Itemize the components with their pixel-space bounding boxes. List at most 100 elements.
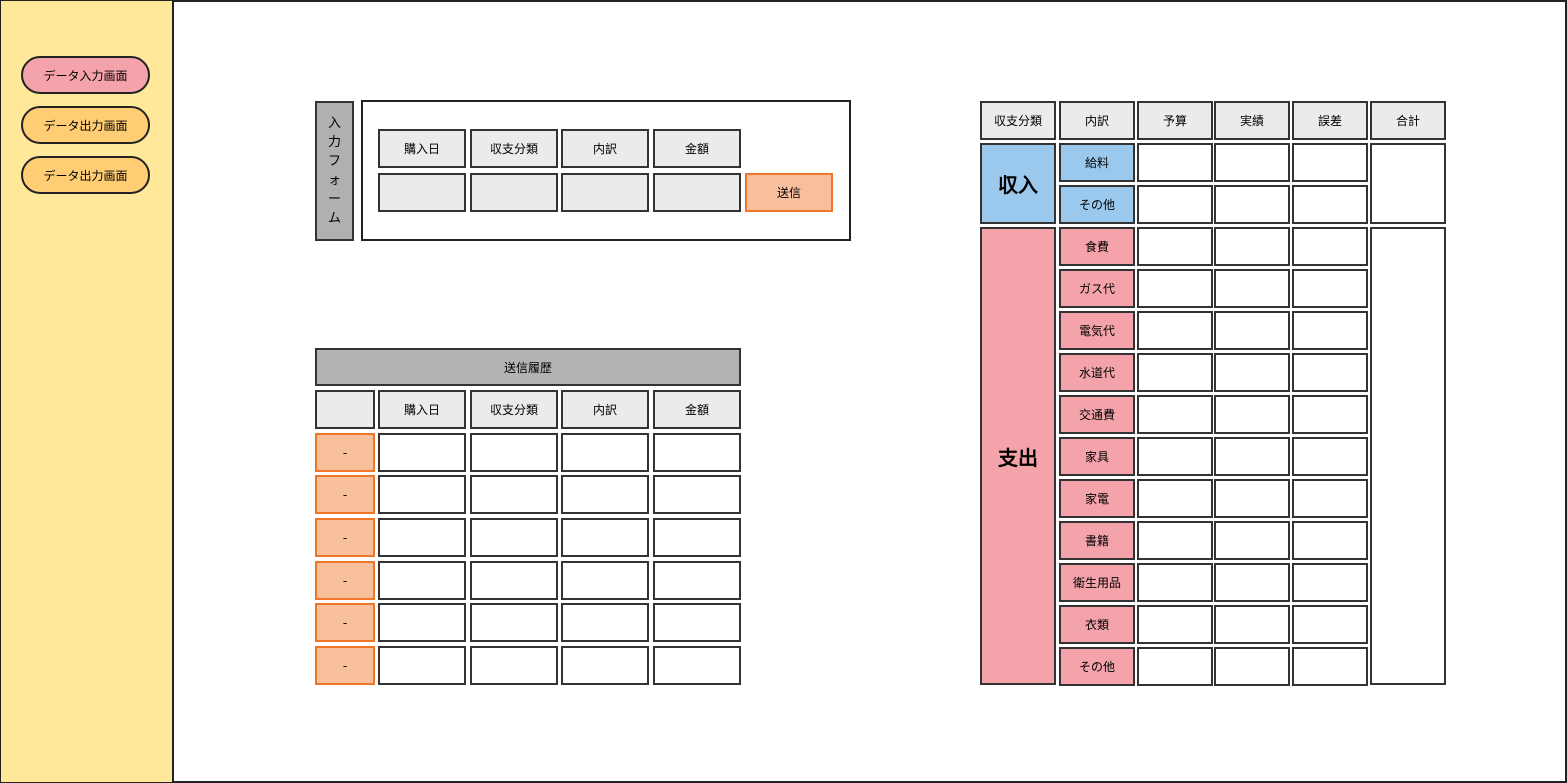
budget-cell xyxy=(1137,311,1213,350)
budget-cell xyxy=(1137,563,1213,602)
budget-cell xyxy=(1137,479,1213,518)
history-cell xyxy=(470,603,558,642)
history-header-blank xyxy=(315,390,375,429)
actual-cell xyxy=(1214,227,1290,266)
history-delete-button[interactable]: - xyxy=(315,475,375,514)
form-header-amount: 金額 xyxy=(653,129,741,168)
form-header-purchase-date: 購入日 xyxy=(378,129,466,168)
actual-cell xyxy=(1214,311,1290,350)
budget-cell xyxy=(1137,605,1213,644)
history-delete-button[interactable]: - xyxy=(315,646,375,685)
expense-item-books: 書籍 xyxy=(1059,521,1135,560)
history-cell xyxy=(561,518,649,557)
purchase-date-input[interactable] xyxy=(378,173,466,212)
sidebar: データ入力画面 データ出力画面 データ出力画面 xyxy=(1,1,174,782)
budget-header-category: 収支分類 xyxy=(980,101,1056,140)
history-delete-button[interactable]: - xyxy=(315,433,375,472)
form-tag-char: 入 xyxy=(327,116,341,131)
history-cell xyxy=(470,433,558,472)
expense-item-electricity: 電気代 xyxy=(1059,311,1135,350)
difference-cell xyxy=(1292,521,1368,560)
history-delete-button[interactable]: - xyxy=(315,518,375,557)
form-tag-char: 力 xyxy=(327,135,341,150)
history-header-purchase-date: 購入日 xyxy=(378,390,466,429)
difference-cell xyxy=(1292,353,1368,392)
history-cell xyxy=(653,646,741,685)
difference-cell xyxy=(1292,227,1368,266)
income-item-salary: 給料 xyxy=(1059,143,1135,182)
history-cell xyxy=(561,433,649,472)
expense-item-clothing: 衣類 xyxy=(1059,605,1135,644)
input-form-tag: 入 力 フ ォ ー ム xyxy=(315,101,354,241)
history-delete-button[interactable]: - xyxy=(315,603,375,642)
history-cell xyxy=(470,518,558,557)
expense-item-transport: 交通費 xyxy=(1059,395,1135,434)
history-cell xyxy=(378,603,466,642)
budget-cell xyxy=(1137,353,1213,392)
history-cell xyxy=(561,603,649,642)
budget-cell xyxy=(1137,395,1213,434)
budget-cell xyxy=(1137,227,1213,266)
actual-cell xyxy=(1214,563,1290,602)
difference-cell xyxy=(1292,605,1368,644)
actual-cell xyxy=(1214,521,1290,560)
difference-cell xyxy=(1292,395,1368,434)
nav-data-output-button-1[interactable]: データ出力画面 xyxy=(21,106,150,144)
actual-cell xyxy=(1214,437,1290,476)
form-header-breakdown: 内訳 xyxy=(561,129,649,168)
actual-cell xyxy=(1214,143,1290,182)
difference-cell xyxy=(1292,647,1368,686)
nav-data-input-button[interactable]: データ入力画面 xyxy=(21,56,150,94)
input-form-panel xyxy=(361,100,851,241)
difference-cell xyxy=(1292,143,1368,182)
amount-input[interactable] xyxy=(653,173,741,212)
budget-header-actual: 実績 xyxy=(1214,101,1290,140)
history-cell xyxy=(561,561,649,600)
income-item-other: その他 xyxy=(1059,185,1135,224)
history-cell xyxy=(470,475,558,514)
difference-cell xyxy=(1292,269,1368,308)
breakdown-input[interactable] xyxy=(561,173,649,212)
history-header-amount: 金額 xyxy=(653,390,741,429)
history-cell xyxy=(470,646,558,685)
actual-cell xyxy=(1214,395,1290,434)
income-total-cell xyxy=(1370,143,1446,224)
budget-header-difference: 誤差 xyxy=(1292,101,1368,140)
expense-item-appliances: 家電 xyxy=(1059,479,1135,518)
expense-total-cell xyxy=(1370,227,1446,685)
expense-item-furniture: 家具 xyxy=(1059,437,1135,476)
history-cell xyxy=(561,646,649,685)
nav-data-output-button-2[interactable]: データ出力画面 xyxy=(21,156,150,194)
budget-header-budget: 予算 xyxy=(1137,101,1213,140)
send-button[interactable]: 送信 xyxy=(745,173,833,212)
form-header-category: 収支分類 xyxy=(470,129,558,168)
category-input[interactable] xyxy=(470,173,558,212)
form-tag-char: フ xyxy=(327,154,341,169)
history-cell xyxy=(378,646,466,685)
history-cell xyxy=(378,518,466,557)
expense-item-hygiene: 衛生用品 xyxy=(1059,563,1135,602)
difference-cell xyxy=(1292,563,1368,602)
history-cell xyxy=(653,433,741,472)
actual-cell xyxy=(1214,647,1290,686)
income-label: 収入 xyxy=(980,143,1056,224)
history-cell xyxy=(378,433,466,472)
budget-header-breakdown: 内訳 xyxy=(1059,101,1135,140)
actual-cell xyxy=(1214,479,1290,518)
actual-cell xyxy=(1214,605,1290,644)
budget-cell xyxy=(1137,647,1213,686)
history-delete-button[interactable]: - xyxy=(315,561,375,600)
difference-cell xyxy=(1292,311,1368,350)
history-title: 送信履歴 xyxy=(315,348,741,386)
expense-item-gas: ガス代 xyxy=(1059,269,1135,308)
history-cell xyxy=(378,475,466,514)
history-cell xyxy=(653,603,741,642)
history-header-category: 収支分類 xyxy=(470,390,558,429)
expense-item-food: 食費 xyxy=(1059,227,1135,266)
history-cell xyxy=(653,518,741,557)
difference-cell xyxy=(1292,437,1368,476)
budget-cell xyxy=(1137,437,1213,476)
history-cell xyxy=(653,475,741,514)
difference-cell xyxy=(1292,479,1368,518)
actual-cell xyxy=(1214,269,1290,308)
